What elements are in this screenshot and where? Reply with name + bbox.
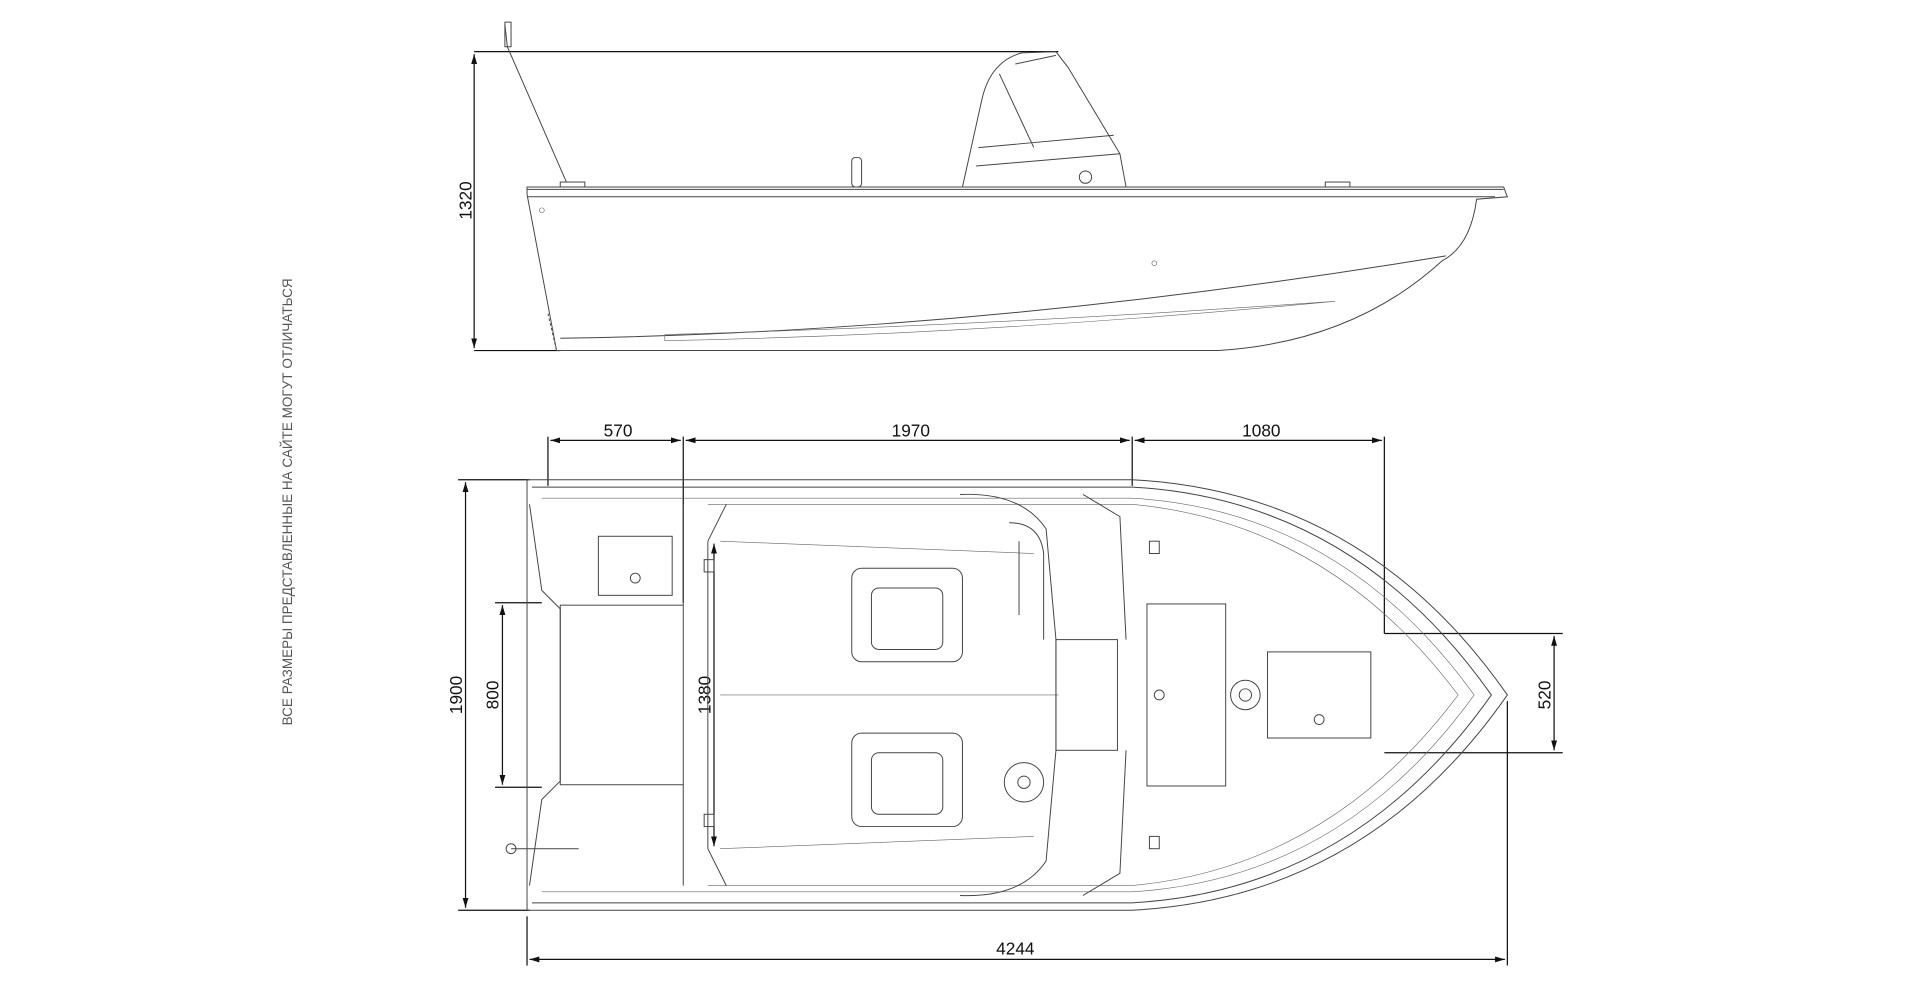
dim-transom-well: 800 [483,681,503,710]
dim-stern-section: 570 [604,421,633,441]
dim-length: 4244 [996,938,1035,958]
side-view: 1320 [456,21,1509,352]
flag-pole [504,24,567,183]
seat-top [851,567,963,663]
dim-cockpit-width: 1380 [694,676,714,714]
top-view: 570 1970 1080 1900 800 1380 520 4244 [446,421,1563,966]
hull-side [526,186,1509,352]
windshield [961,51,1127,188]
disclaimer-note: ВСЕ РАЗМЕРЫ ПРЕДСТАВЛЕННЫЕ НА САЙТЕ МОГУ… [280,278,295,725]
dim-cockpit: 1970 [892,421,930,441]
dim-beam: 1900 [446,676,466,714]
dim-bow-section: 1080 [1242,421,1280,441]
seat-bottom [851,732,963,828]
steering-wheel [1003,762,1045,803]
height-dimension: 1320 [456,181,476,219]
hull-top [526,479,1508,911]
dim-bow-hatch: 520 [1534,681,1554,710]
